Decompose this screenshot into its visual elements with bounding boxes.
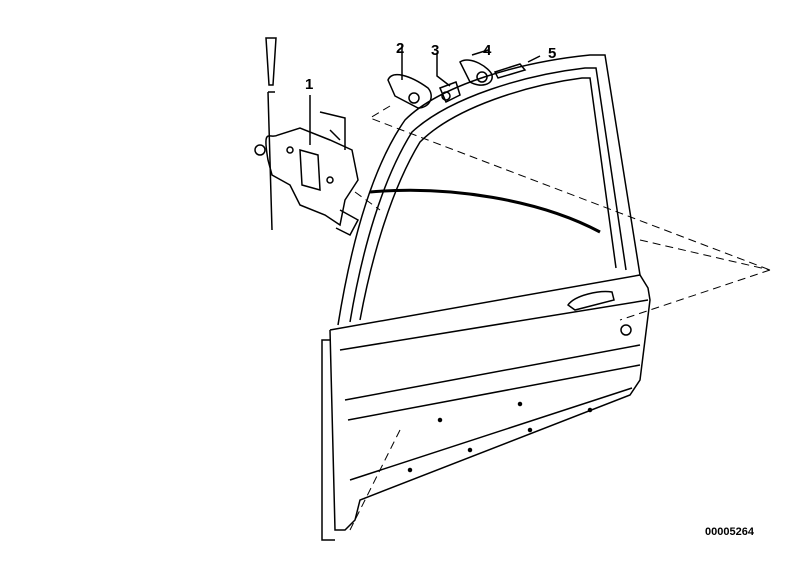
door-panel [321,274,651,541]
parts-2-5 [387,44,541,109]
lock-cylinder [620,324,632,336]
window-seal [369,188,601,234]
door-handle [566,290,615,311]
door-frame [337,54,641,326]
leader-lines [349,105,771,531]
part-label-3: 3 [431,42,440,59]
part-label-4: 4 [483,42,492,59]
part-label-1: 1 [305,76,314,93]
drawing-number: 00005264 [705,526,754,538]
door-lock [254,37,360,236]
part-label-2: 2 [396,40,405,57]
part-label-5: 5 [548,45,557,62]
